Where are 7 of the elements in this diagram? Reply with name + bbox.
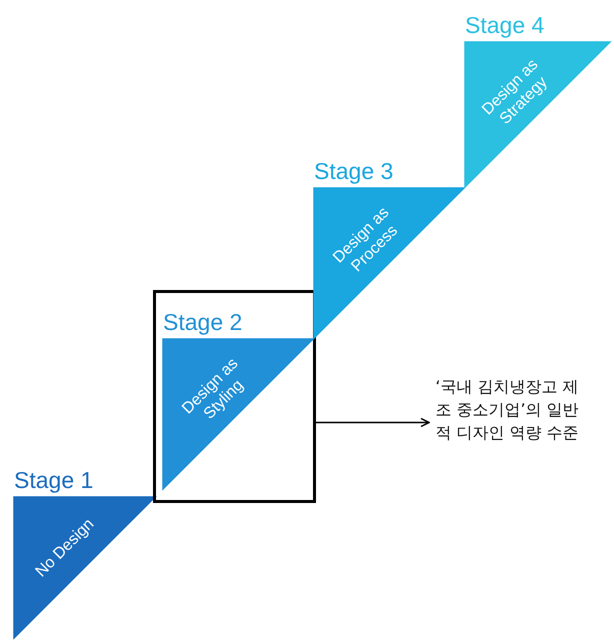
annotation-text: ‘국내 김치냉장고 제조 중소기업’의 일반적 디자인 역량 수준 <box>432 375 582 470</box>
stage-heading: Stage 3 <box>314 157 394 185</box>
stage-heading: Stage 2 <box>163 308 242 336</box>
arrow <box>316 418 430 428</box>
highlight-frame <box>153 290 316 503</box>
stage-heading: Stage 4 <box>465 11 544 39</box>
stage-heading: Stage 1 <box>14 466 94 494</box>
